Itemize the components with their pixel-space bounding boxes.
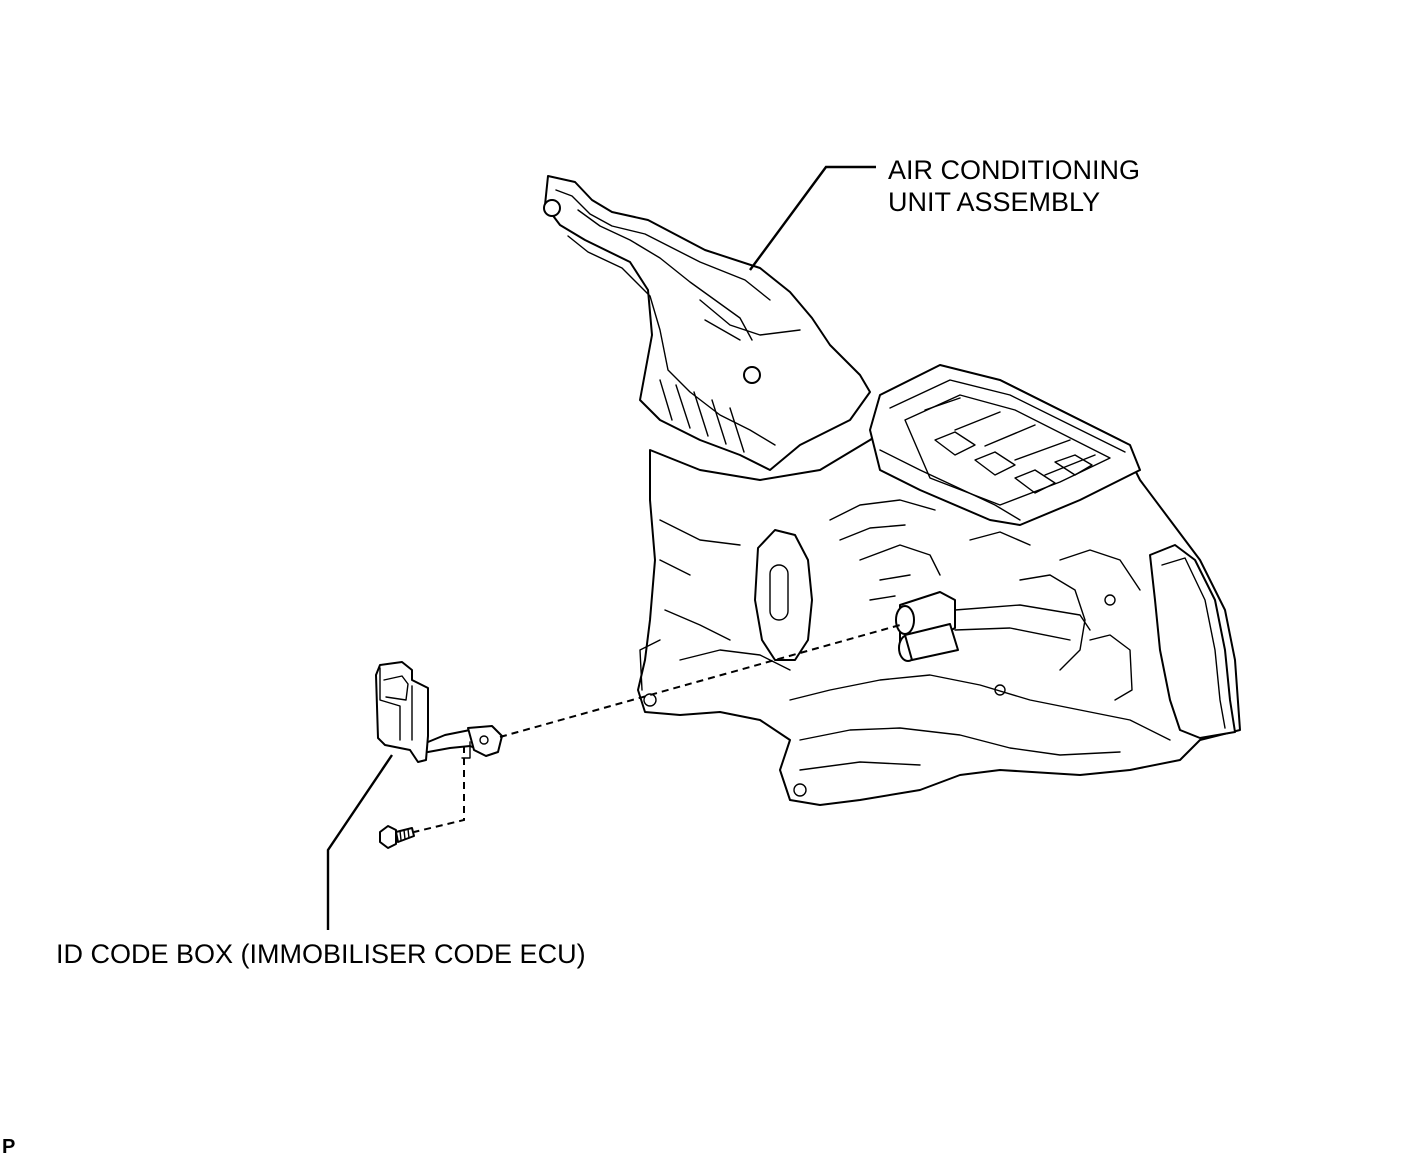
air-conditioning-unit-assembly	[543, 175, 1241, 806]
id-code-box-leader-line	[326, 754, 393, 930]
ac-unit-label-line1: AIR CONDITIONING	[888, 155, 1141, 185]
corner-mark: P	[2, 1136, 16, 1158]
id-code-box-label: ID CODE BOX (IMMOBILISER CODE ECU)	[56, 939, 586, 969]
ac-unit-label: AIR CONDITIONING UNIT ASSEMBLY	[888, 154, 1140, 218]
ac-unit-label-line2: UNIT ASSEMBLY	[888, 187, 1101, 217]
ac-unit-leader-line	[749, 165, 876, 271]
id-code-box	[375, 661, 503, 763]
bolt	[379, 825, 415, 849]
installation-guide-lines	[413, 624, 901, 833]
